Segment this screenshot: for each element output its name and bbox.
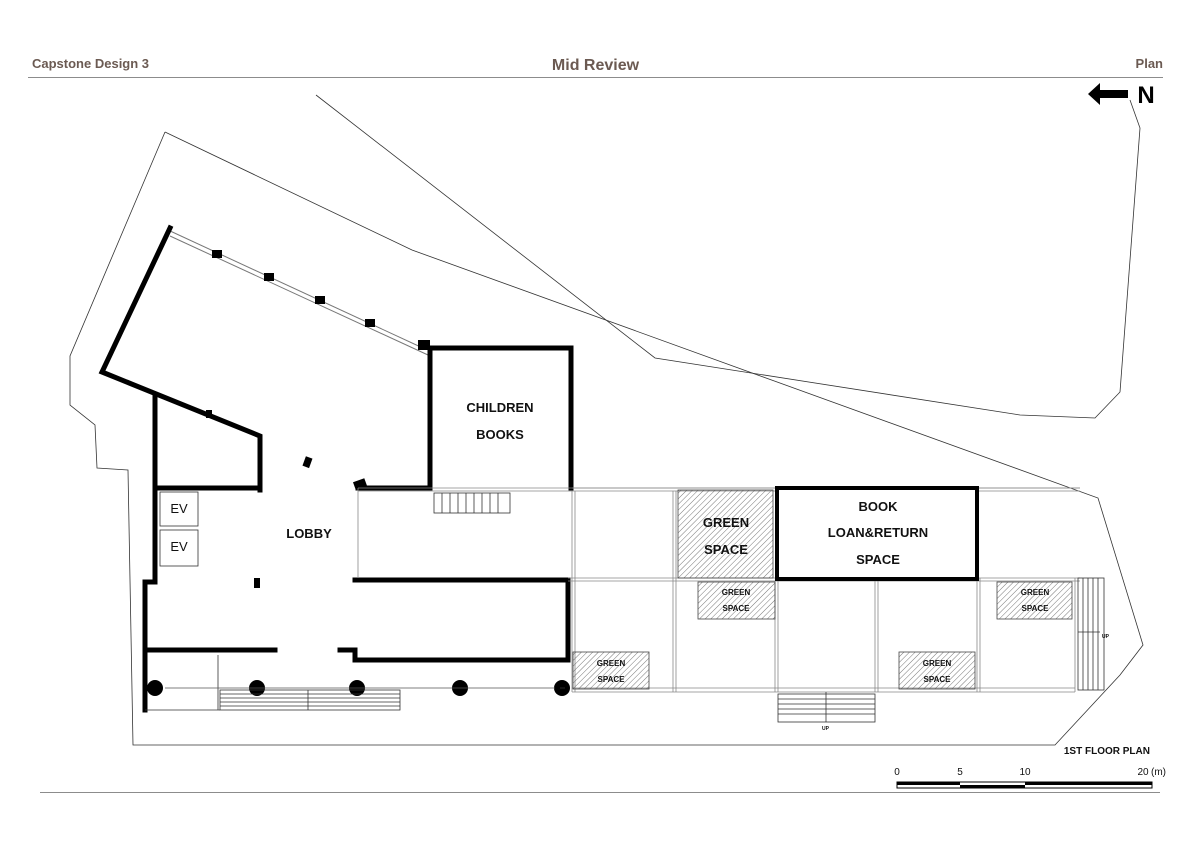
children-books-label-1: CHILDREN	[466, 400, 533, 415]
green-space-small-b-1: GREEN	[1021, 588, 1050, 597]
interior-stair	[433, 492, 511, 514]
east-stair	[1077, 577, 1105, 691]
green-space-small-d-1: GREEN	[923, 659, 952, 668]
elevator-shafts	[159, 491, 199, 567]
header-rule	[28, 77, 1163, 78]
green-space-small-a-1: GREEN	[722, 588, 751, 597]
scale-tick-20: 20	[1137, 767, 1149, 778]
front-steps	[145, 655, 565, 711]
loan-return-label-2: LOAN&RETURN	[828, 525, 928, 540]
loan-return-label-3: SPACE	[856, 552, 900, 567]
green-space-small-d-2: SPACE	[924, 675, 952, 684]
green-space-small-labels: GREEN SPACE GREEN SPACE GREEN SPACE GREE…	[597, 588, 1050, 684]
green-spaces	[572, 489, 1073, 690]
north-label: N	[1137, 82, 1154, 109]
green-space-small-b-2: SPACE	[1022, 604, 1050, 613]
north-arrow-icon	[1088, 83, 1128, 105]
course-title: Capstone Design 3	[32, 56, 150, 71]
green-space-large-label-2: SPACE	[704, 542, 748, 557]
south-stair-up-label: UP	[822, 726, 830, 732]
elevator-label-2: EV	[170, 539, 188, 554]
scale-bar	[896, 781, 1153, 789]
lobby-label: LOBBY	[286, 526, 332, 541]
review-title: Mid Review	[551, 57, 640, 74]
site-boundary-south	[69, 131, 1144, 746]
sheet-title: Plan	[1135, 56, 1163, 71]
green-space-small-c-2: SPACE	[598, 675, 626, 684]
window-mullions	[212, 250, 375, 327]
scale-tick-10: 10	[1019, 767, 1031, 778]
green-space-large-label-1: GREEN	[703, 515, 749, 530]
site-boundary-north	[315, 94, 1141, 419]
columns	[147, 680, 570, 696]
book-loan-return-room	[775, 486, 979, 581]
footer-rule	[40, 792, 1160, 793]
scale-tick-0: 0	[894, 767, 900, 778]
east-stair-up-label: UP	[1102, 634, 1110, 640]
drawing-title: 1ST FLOOR PLAN	[1064, 746, 1150, 757]
south-stair	[777, 692, 876, 723]
elevator-label-1: EV	[170, 501, 188, 516]
children-books-label-2: BOOKS	[476, 427, 524, 442]
green-space-small-c-1: GREEN	[597, 659, 626, 668]
loan-return-label-1: BOOK	[859, 499, 899, 514]
walls	[98, 224, 574, 713]
scale-unit: (m)	[1151, 767, 1166, 778]
green-space-small-a-2: SPACE	[723, 604, 751, 613]
scale-tick-5: 5	[957, 767, 963, 778]
